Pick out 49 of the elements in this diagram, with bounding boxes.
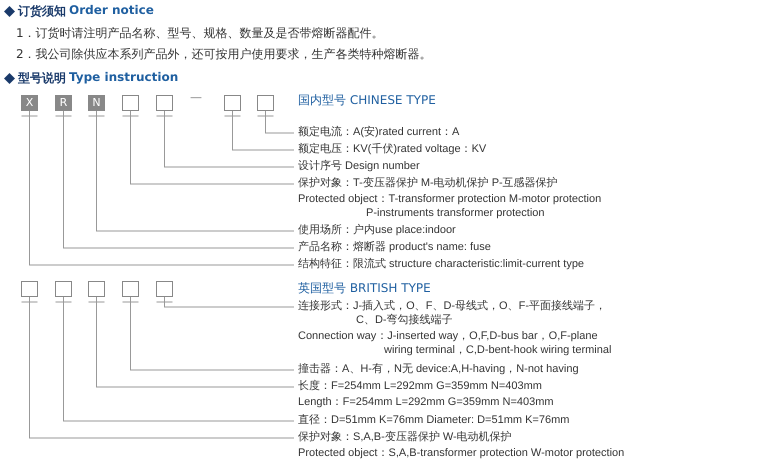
description-text: 使用场所：户内use place:indoor [298,223,758,237]
separator-dash: — [190,90,202,104]
leader-line [88,296,294,388]
leader-line [88,110,294,232]
code-box [88,281,105,297]
code-box [21,281,38,297]
code-box [122,281,139,297]
description-text: 保护对象：T-变压器保护 M-电动机保护 P-互感器保护 [298,176,559,190]
leader-line [55,296,294,422]
leader-line [122,110,294,184]
description-text: Length：F=254mm L=292mm G=359mm N=403mm [298,395,555,409]
code-box [156,281,173,297]
leader-line [156,110,294,168]
code-box [122,95,139,111]
leader-line [122,296,294,370]
description-text: 撞击器：A、H-有，N无 device:A,H-having，N-not having [298,362,758,376]
description-text: 额定电压：KV(千伏)rated voltage：KV [298,142,618,156]
description-text: Connection way：J-inserted way，O,F,D-bus bar，O,F-plane wiring terminal，C,D-bent-hook wiring terminal [298,329,612,357]
type-heading: 英国型号 BRITISH TYPE [298,280,431,297]
description-text: Protected object：T-transformer protection M-motor protection P-instruments transformer protection [298,192,602,220]
notice-text: 2．我公司除供应本系列产品外，还可按用户使用要求，生产各类特种熔断器。 [16,46,432,63]
leader-line [156,296,294,308]
description-text: 产品名称：熔断器 product's name: fuse [298,240,758,254]
leader-line [21,296,294,438]
code-letter-box: X [21,95,38,111]
description-text: 连接形式：J-插入式，O、F、D-母线式，O、F-平面接线端子，C、D-弯勾接线端子 [298,299,607,327]
code-letter-box: R [55,95,72,111]
section-heading: 型号说明 [18,70,66,87]
type-heading: 国内型号 CHINESE TYPE [298,92,436,109]
notice-text: 1．订货时请注明产品名称、型号、规格、数量及是否带熔断器配件。 [16,25,384,42]
code-letter-box: N [88,95,105,111]
section-heading: Type instruction [69,70,178,84]
leader-line [257,110,294,134]
description-text: 设计序号 Design number [298,159,618,173]
description-text: 长度：F=254mm L=292mm G=359mm N=403mm [298,379,543,393]
description-text: Protected object：S,A,B-transformer protection W-motor protection [298,446,626,460]
code-box [224,95,241,111]
leader-line [55,110,294,248]
description-text: 结构特征：限流式 structure characteristic:limit-current type [298,257,758,271]
leader-line [224,110,294,150]
leader-line [21,110,294,266]
description-text: 额定电流：A(安)rated current：A [298,125,618,139]
description-text: 直径：D=51mm K=76mm Diameter: D=51mm K=76mm [298,413,758,427]
section-heading: Order notice [69,3,154,17]
code-box [156,95,173,111]
description-text: 保护对象：S,A,B-变压器保护 W-电动机保护 [298,430,513,444]
code-box [257,95,274,111]
code-box [55,281,72,297]
section-heading: 订货须知 [18,3,66,20]
